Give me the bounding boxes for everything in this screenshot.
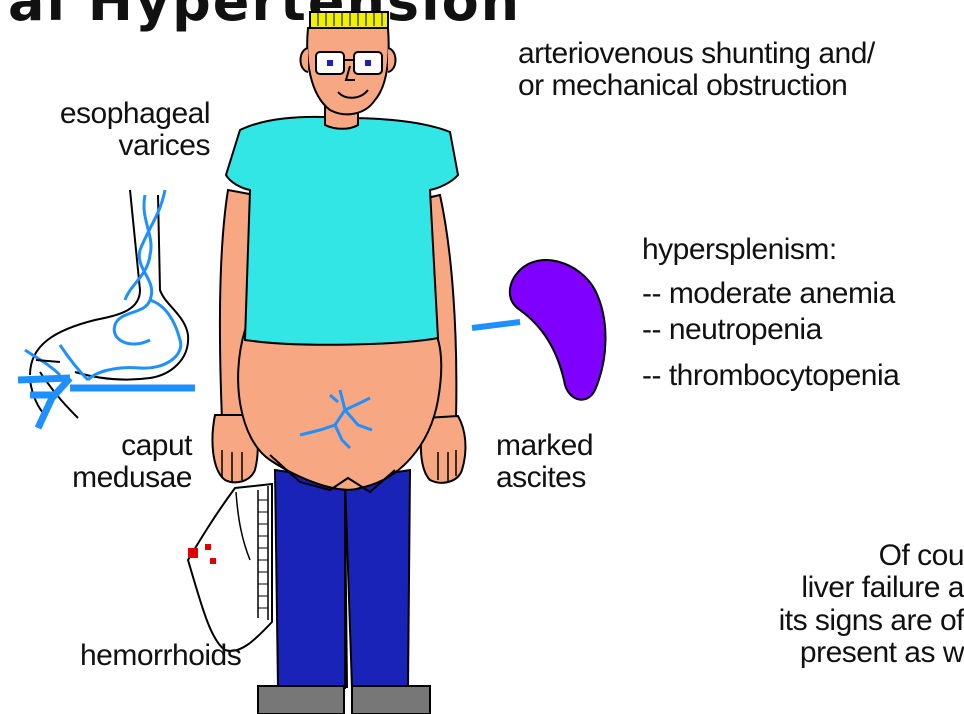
hypersplenism-title: hypersplenism: — [642, 234, 837, 266]
stomach-edge — [36, 360, 60, 362]
liver-failure-note: Of cou liver failure a its signs are of … — [748, 540, 964, 670]
hypersplenism-item: -- moderate anemia — [642, 278, 895, 310]
varices-label: esophageal varices — [34, 98, 210, 163]
hemorrhoids-sketch — [188, 484, 272, 651]
ascites-label: marked ascites — [496, 430, 593, 495]
caput-medusae-label: caput medusae — [50, 430, 192, 495]
esophagus-stomach-sketch — [30, 190, 188, 418]
hypersplenism-item: -- neutropenia — [642, 314, 822, 346]
hemorrhoids-label: hemorrhoids — [80, 640, 241, 672]
varices-veins — [25, 190, 181, 380]
shunting-label: arteriovenous shunting and/ or mechanica… — [518, 38, 875, 103]
hypersplenism-item: -- thrombocytopenia — [642, 360, 899, 392]
caput-medusae-veins — [18, 378, 195, 428]
spleen — [472, 260, 606, 400]
